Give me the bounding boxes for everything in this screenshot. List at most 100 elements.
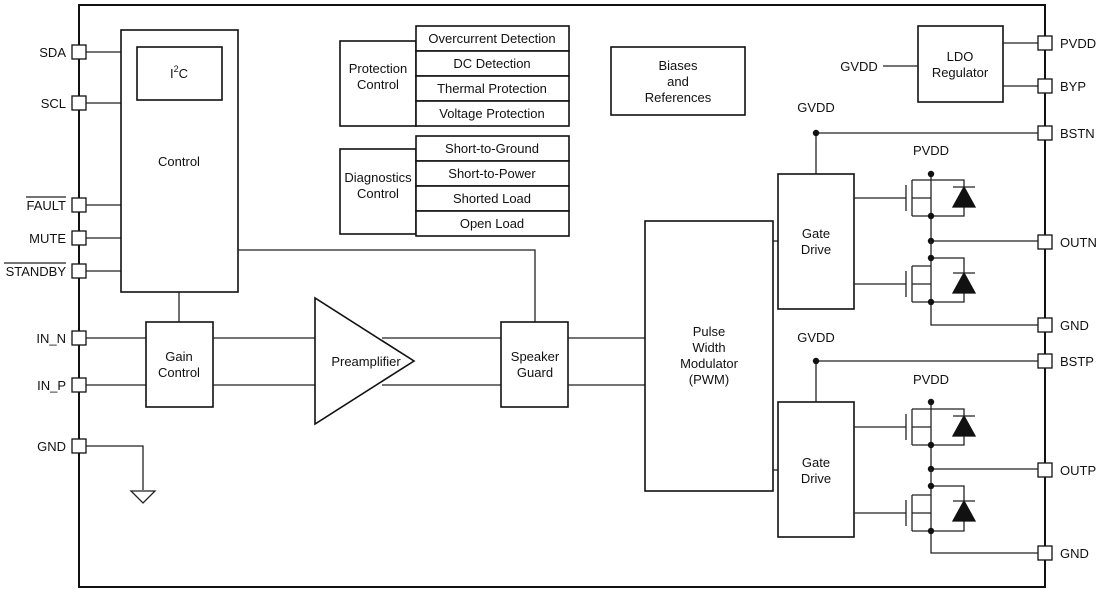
- pin-label-pvdd: PVDD: [1060, 36, 1096, 51]
- gate-drive-bottom-label-2: Drive: [801, 471, 831, 486]
- gain-control-label-2: Control: [158, 365, 200, 380]
- pin-byp: [1037, 78, 1053, 94]
- biases-label-3: References: [645, 90, 712, 105]
- pwm-label-2: Width: [692, 340, 725, 355]
- gate-drive-top-label-1: Gate: [802, 226, 830, 241]
- diagnostics-control-block: [339, 148, 417, 235]
- gate-drive-top-block: [777, 173, 855, 310]
- pin-mute: [71, 230, 87, 246]
- pin-pvdd: [1037, 35, 1053, 51]
- protection-items: Overcurrent Detection DC Detection Therm…: [415, 25, 570, 127]
- gate-drive-top-label-2: Drive: [801, 242, 831, 257]
- pin-in-n: [71, 330, 87, 346]
- diagnostics-control-label-1: Diagnostics: [344, 170, 412, 185]
- control-label: Control: [158, 154, 200, 169]
- i2c-block: [136, 46, 223, 101]
- pin-label-in-p: IN_P: [37, 378, 66, 393]
- net-label-gvdd-ldo: GVDD: [840, 59, 878, 74]
- left-pins: SDA SCL FAULT MUTE STANDBY IN_N IN_P GND: [4, 44, 87, 454]
- protection-item-box: [415, 50, 570, 77]
- pin-outn: [1037, 234, 1053, 250]
- pin-label-outp: OUTP: [1060, 463, 1096, 478]
- net-label-gvdd-top: GVDD: [797, 100, 835, 115]
- ldo-label-1: LDO: [947, 49, 974, 64]
- diagnostics-item: Shorted Load: [453, 191, 531, 206]
- pin-label-fault: FAULT: [27, 198, 67, 213]
- speaker-guard-label-1: Speaker: [511, 349, 560, 364]
- pin-label-in-n: IN_N: [36, 331, 66, 346]
- pin-gnd: [71, 438, 87, 454]
- speaker-guard-block: [500, 321, 569, 408]
- ldo-label-2: Regulator: [932, 65, 989, 80]
- chip-outline: [78, 4, 1046, 588]
- biases-label-2: and: [667, 74, 689, 89]
- diode-icon: [951, 499, 977, 522]
- pin-outp: [1037, 462, 1053, 478]
- net-label-pvdd-bottom: PVDD: [913, 372, 949, 387]
- pin-label-standby: STANDBY: [6, 264, 67, 279]
- protection-item-box: [415, 100, 570, 127]
- biases-block: [610, 46, 746, 116]
- pwm-block: [644, 220, 774, 492]
- pin-label-byp: BYP: [1060, 79, 1086, 94]
- pwm-label-4: (PWM): [689, 372, 729, 387]
- diagnostics-items: Short-to-Ground Short-to-Power Shorted L…: [415, 135, 570, 237]
- protection-item: Voltage Protection: [439, 106, 545, 121]
- diode-icon: [951, 414, 977, 437]
- pin-label-outn: OUTN: [1060, 235, 1097, 250]
- protection-item: DC Detection: [453, 56, 530, 71]
- net-label-gvdd-bottom: GVDD: [797, 330, 835, 345]
- pin-gnd-n: [1037, 317, 1053, 333]
- i2c-label: I2C: [170, 64, 188, 81]
- pin-gnd-p: [1037, 545, 1053, 561]
- pin-fault: [71, 197, 87, 213]
- preamplifier-block: [314, 296, 416, 426]
- protection-item: Overcurrent Detection: [428, 31, 555, 46]
- pwm-label-3: Modulator: [680, 356, 738, 371]
- pin-in-p: [71, 377, 87, 393]
- protection-item-box: [415, 25, 570, 52]
- diagnostics-item-box: [415, 135, 570, 162]
- left-wires: [86, 51, 157, 504]
- protection-control-label-1: Protection: [349, 61, 408, 76]
- pin-label-gnd-p: GND: [1060, 546, 1089, 561]
- protection-item: Thermal Protection: [437, 81, 547, 96]
- biases-label-1: Biases: [658, 58, 698, 73]
- protection-control-label-2: Control: [357, 77, 399, 92]
- pwm-label-1: Pulse: [693, 324, 726, 339]
- diagnostics-item-box: [415, 160, 570, 187]
- right-pins: PVDD BYP BSTN OUTN GND BSTP OUTP GND: [1037, 35, 1097, 561]
- pin-sda: [71, 44, 87, 60]
- diagnostics-control-label-2: Control: [357, 186, 399, 201]
- protection-control-block: [339, 40, 417, 127]
- diode-icon: [951, 271, 977, 294]
- pin-label-bstp: BSTP: [1060, 354, 1094, 369]
- diagnostics-item-box: [415, 210, 570, 237]
- pin-label-scl: SCL: [41, 96, 66, 111]
- pin-label-gnd-n: GND: [1060, 318, 1089, 333]
- pin-label-bstn: BSTN: [1060, 126, 1095, 141]
- control-to-guard-wire: [238, 249, 536, 322]
- gate-drive-bottom-block: [777, 401, 855, 538]
- pin-label-mute: MUTE: [29, 231, 66, 246]
- preamplifier-label: Preamplifier: [331, 354, 401, 369]
- output-stage-p: GVDD Gate Drive PVDD: [777, 330, 1038, 554]
- pin-bstn: [1037, 125, 1053, 141]
- ground-symbol: [129, 490, 157, 504]
- pin-bstp: [1037, 353, 1053, 369]
- protection-item-box: [415, 75, 570, 102]
- pin-label-sda: SDA: [39, 45, 66, 60]
- diode-icon: [951, 185, 977, 208]
- gain-control-block: [145, 321, 214, 408]
- gain-control-label-1: Gain: [165, 349, 192, 364]
- ldo-regulator-block: [917, 25, 1004, 103]
- pin-scl: [71, 95, 87, 111]
- diagnostics-item-box: [415, 185, 570, 212]
- pin-label-gnd: GND: [37, 439, 66, 454]
- diagnostics-item: Open Load: [460, 216, 524, 231]
- diagnostics-item: Short-to-Ground: [445, 141, 539, 156]
- net-label-pvdd-top: PVDD: [913, 143, 949, 158]
- output-stage-n: GVDD Gate Drive PVDD: [777, 100, 1038, 326]
- gate-drive-bottom-label-1: Gate: [802, 455, 830, 470]
